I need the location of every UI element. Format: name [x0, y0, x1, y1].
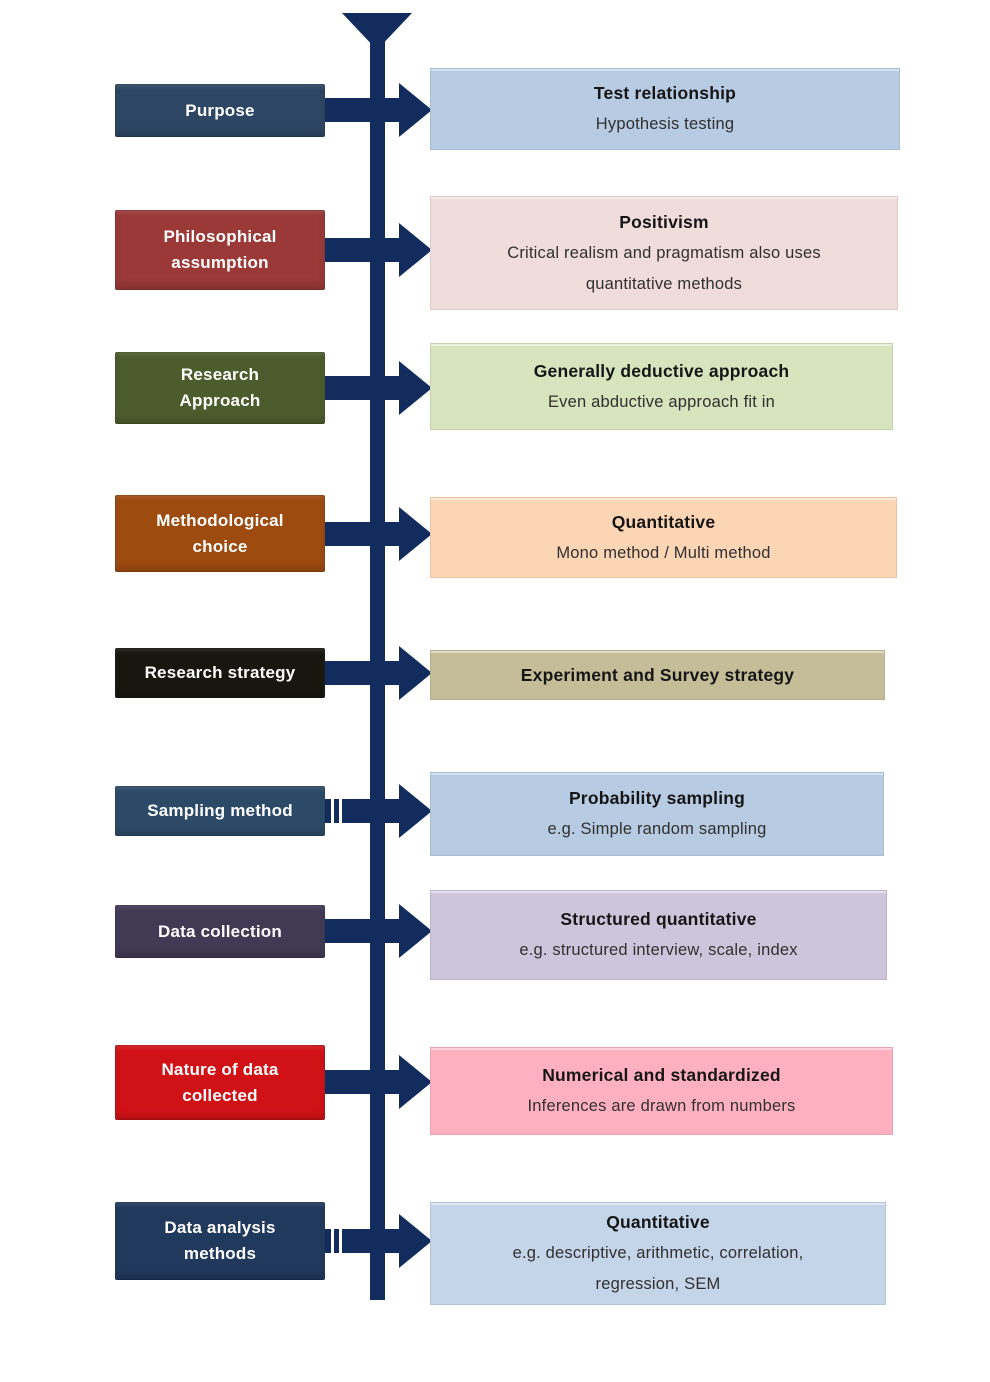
arrow-right-icon [325, 98, 401, 122]
detail-title: Quantitative [606, 1212, 710, 1232]
arrow-right-head-icon [399, 223, 432, 277]
arrow-right-head-icon [399, 1214, 432, 1268]
stage-label-box: Methodological choice [115, 495, 325, 572]
stage-label: Data collection [158, 921, 282, 941]
detail-line: Hypothesis testing [595, 115, 735, 133]
detail-title: Structured quantitative [560, 909, 757, 929]
stage-label: Research strategy [144, 663, 296, 682]
arrow-right-head-icon [399, 361, 432, 415]
stage-label-box: Philosophical assumption [115, 210, 325, 290]
timeline-line [370, 40, 385, 1300]
detail-box: Numerical and standardized Inferences ar… [430, 1047, 893, 1135]
arrow-right-head-icon [399, 646, 432, 700]
detail-box: Test relationship Hypothesis testing [430, 68, 900, 150]
arrow-right-head-icon [399, 1055, 432, 1109]
detail-line: e.g. descriptive, arithmetic, correlatio… [512, 1244, 804, 1262]
detail-title: Experiment and Survey strategy [520, 664, 795, 685]
stage-label-box: Research strategy [115, 648, 325, 698]
stage-label-box: Data analysis methods [115, 1202, 325, 1280]
stage-label: Nature of data collected [161, 1059, 279, 1105]
detail-line: quantitative methods [585, 274, 743, 293]
stage-label: Sampling method [147, 801, 293, 820]
detail-box: Probability sampling e.g. Simple random … [430, 772, 884, 856]
arrow-right-icon [325, 522, 401, 546]
stage-label-box: Sampling method [115, 786, 325, 836]
detail-line: Mono method / Multi method [556, 543, 771, 562]
funnel-down-arrow-icon [342, 13, 412, 50]
detail-line: regression, SEM [595, 1275, 721, 1293]
arrow-stripe [331, 1229, 334, 1253]
detail-box: Structured quantitative e.g. structured … [430, 890, 887, 980]
stage-label: Philosophical assumption [163, 227, 277, 272]
arrow-right-icon [325, 661, 401, 685]
detail-title: Probability sampling [568, 788, 746, 808]
detail-box: Experiment and Survey strategy [430, 650, 885, 700]
detail-box: Generally deductive approach Even abduct… [430, 343, 893, 430]
stage-label: Methodological choice [156, 510, 284, 556]
stage-label-box: Research Approach [115, 352, 325, 424]
detail-line: Inferences are drawn from numbers [527, 1097, 796, 1115]
detail-title: Numerical and standardized [542, 1065, 781, 1085]
detail-line: e.g. structured interview, scale, index [519, 941, 798, 959]
arrow-right-head-icon [399, 904, 432, 958]
arrow-stripe [339, 1229, 342, 1253]
arrow-right-icon [325, 238, 401, 262]
detail-line: Critical realism and pragmatism also use… [507, 243, 821, 262]
detail-box: Quantitative Mono method / Multi method [430, 497, 897, 578]
detail-box: Positivism Critical realism and pragmati… [430, 196, 898, 310]
arrow-stripe [331, 799, 334, 823]
arrow-right-icon [325, 919, 401, 943]
detail-box: Quantitative e.g. descriptive, arithmeti… [430, 1202, 886, 1305]
arrow-right-icon [325, 1229, 401, 1253]
stage-label: Data analysis methods [164, 1218, 276, 1263]
detail-title: Test relationship [593, 83, 737, 103]
detail-line: Even abductive approach fit in [547, 392, 776, 411]
detail-line: e.g. Simple random sampling [547, 820, 767, 838]
stage-label-box: Data collection [115, 905, 325, 958]
arrow-right-icon [325, 376, 401, 400]
detail-title: Positivism [619, 211, 709, 232]
arrow-right-head-icon [399, 507, 432, 561]
arrow-stripe [339, 799, 342, 823]
arrow-right-icon [325, 1070, 401, 1094]
arrow-right-icon [325, 799, 401, 823]
stage-label-box: Purpose [115, 84, 325, 137]
arrow-right-head-icon [399, 784, 432, 838]
stage-label-box: Nature of data collected [115, 1045, 325, 1120]
arrow-right-head-icon [399, 83, 432, 137]
detail-title: Quantitative [611, 511, 716, 532]
stage-label: Research Approach [179, 365, 261, 410]
stage-label: Purpose [185, 100, 255, 120]
detail-title: Generally deductive approach [533, 360, 790, 381]
